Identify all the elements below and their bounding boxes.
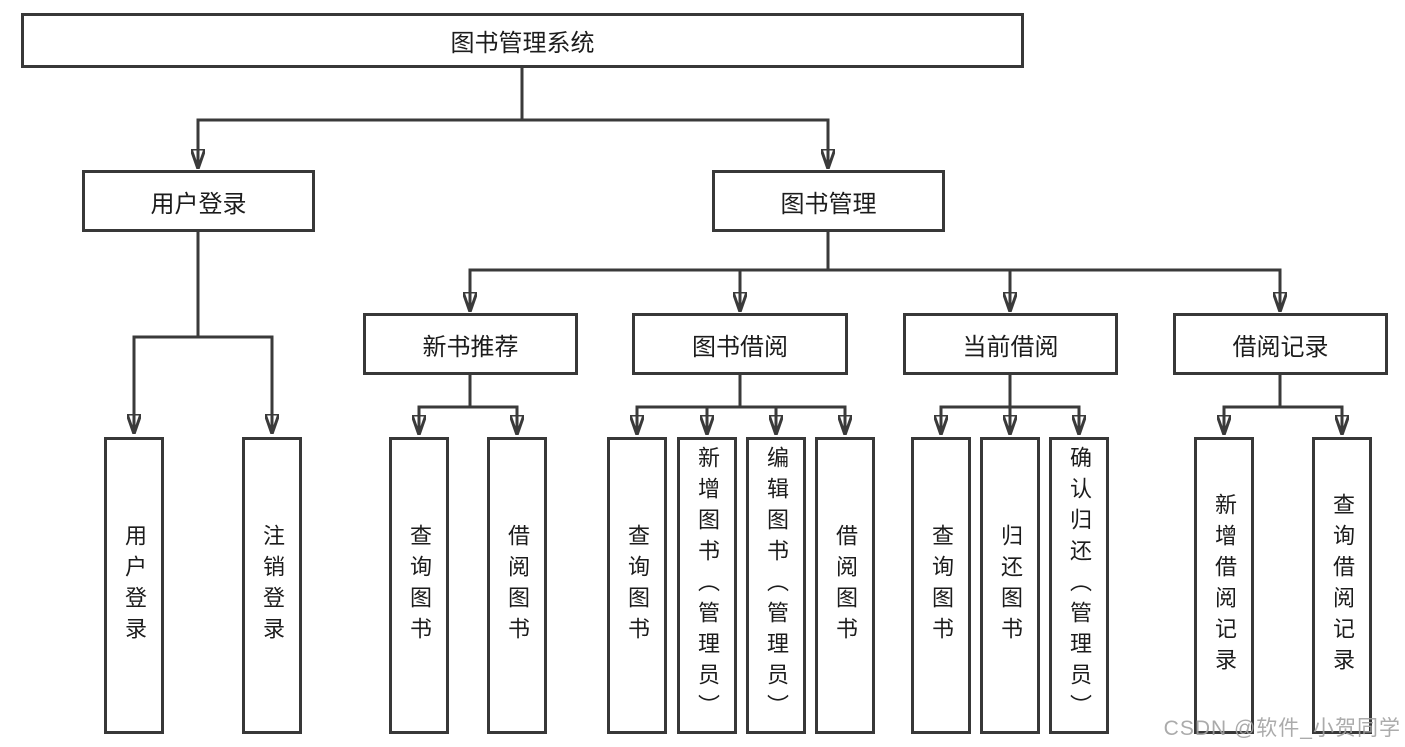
leaf-records-query-record: 查询借阅记录 <box>1312 437 1372 734</box>
node-book-borrow-label: 图书借阅 <box>692 333 788 361</box>
node-new-book-recommend-label: 新书推荐 <box>422 333 519 361</box>
connector-recommend-branch <box>417 373 519 409</box>
leaf-records-add-record: 新增借阅记录 <box>1194 437 1254 734</box>
node-new-book-recommend: 新书推荐 <box>363 313 578 375</box>
connector-records-branch <box>1222 373 1344 409</box>
node-book-borrow: 图书借阅 <box>632 313 848 375</box>
node-current-borrow-label: 当前借阅 <box>962 333 1059 361</box>
leaf-user-login: 用户登录 <box>104 437 164 734</box>
leaf-borrow-borrow-books-label: 借阅图书 <box>833 523 858 648</box>
leaf-borrow-add-books-admin-label: 新增图书（管理员） <box>695 446 720 725</box>
leaf-borrow-query-books-label: 查询图书 <box>625 523 650 648</box>
leaf-records-query-record-label: 查询借阅记录 <box>1330 492 1355 679</box>
connector-current-branch <box>939 373 1081 409</box>
leaf-borrow-borrow-books: 借阅图书 <box>815 437 875 734</box>
leaf-recommend-query-books: 查询图书 <box>389 437 449 734</box>
leaf-records-add-record-label: 新增借阅记录 <box>1212 492 1237 679</box>
node-borrow-records: 借阅记录 <box>1173 313 1388 375</box>
connector-book-management-branch <box>468 230 1282 272</box>
leaf-borrow-query-books: 查询图书 <box>607 437 667 734</box>
node-root-system: 图书管理系统 <box>21 13 1024 68</box>
leaf-borrow-edit-books-admin: 编辑图书（管理员） <box>746 437 806 734</box>
node-root-label: 图书管理系统 <box>450 30 595 57</box>
node-borrow-records-label: 借阅记录 <box>1232 333 1329 361</box>
node-book-management-label: 图书管理 <box>780 190 877 218</box>
node-book-management: 图书管理 <box>712 170 945 232</box>
leaf-recommend-borrow-books: 借阅图书 <box>487 437 547 734</box>
csdn-watermark: CSDN @软件_小贺同学 <box>1163 717 1401 740</box>
leaf-current-query-books-label: 查询图书 <box>929 523 954 648</box>
leaf-borrow-edit-books-admin-label: 编辑图书（管理员） <box>764 446 789 725</box>
leaf-current-return-books: 归还图书 <box>980 437 1040 734</box>
leaf-user-login-label: 用户登录 <box>122 523 147 648</box>
leaf-current-return-books-label: 归还图书 <box>998 523 1023 648</box>
leaf-borrow-add-books-admin: 新增图书（管理员） <box>677 437 737 734</box>
node-current-borrow: 当前借阅 <box>903 313 1118 375</box>
connector-borrow-branch <box>635 373 847 409</box>
leaf-logout: 注销登录 <box>242 437 302 734</box>
leaf-recommend-query-books-label: 查询图书 <box>407 523 432 648</box>
connector-root-branch <box>196 66 830 122</box>
leaf-current-confirm-return-admin: 确认归还（管理员） <box>1049 437 1109 734</box>
leaf-current-confirm-return-admin-label: 确认归还（管理员） <box>1067 446 1092 725</box>
leaf-current-query-books: 查询图书 <box>911 437 971 734</box>
connector-user-login-branch <box>132 230 274 339</box>
leaf-logout-label: 注销登录 <box>260 523 285 648</box>
node-user-login: 用户登录 <box>82 170 315 232</box>
node-user-login-label: 用户登录 <box>150 190 247 218</box>
leaf-recommend-borrow-books-label: 借阅图书 <box>505 523 530 648</box>
